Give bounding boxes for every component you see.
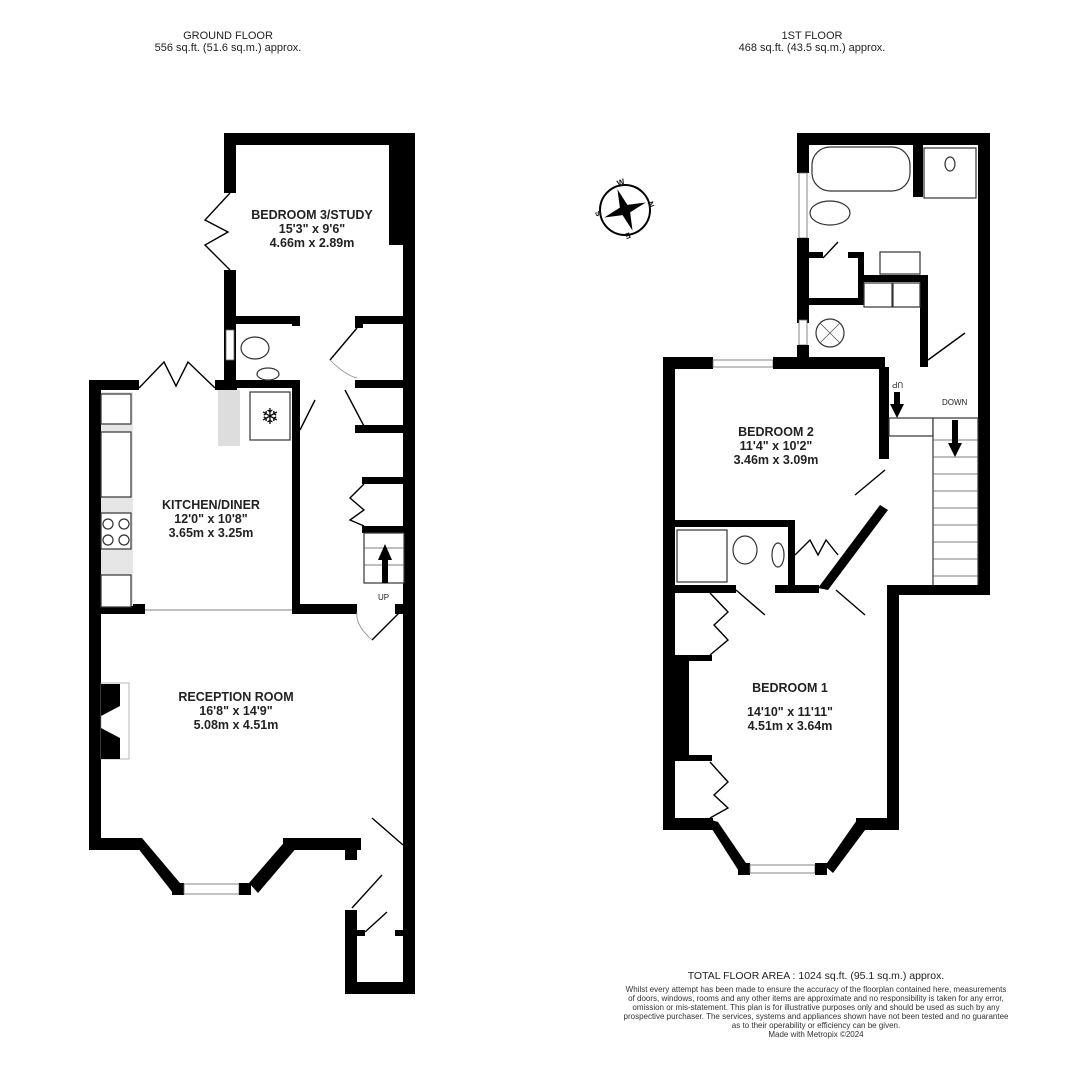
first-stairs-down-label: DOWN [942,398,968,407]
room-name: KITCHEN/DINER [162,498,260,512]
room-reception: RECEPTION ROOM 16'8" x 14'9" 5.08m x 4.5… [156,690,316,732]
room-imperial: 11'4" x 10'2" [739,439,813,453]
room-bedroom-1: BEDROOM 1 14'10" x 11'11" 4.51m x 3.64m [710,681,870,733]
room-metric: 4.51m x 3.64m [747,719,833,733]
ground-floor-area: 556 sq.ft. (51.6 sq.m.) approx. [154,42,302,54]
first-floor-plan [663,133,990,875]
room-bedroom-3-study: BEDROOM 3/STUDY 15'3" x 9'6" 4.66m x 2.8… [232,208,392,250]
room-metric: 5.08m x 4.51m [193,718,279,732]
room-imperial: 16'8" x 14'9" [199,704,273,718]
room-imperial: 14'10" x 11'11" [747,705,833,719]
room-imperial: 12'0" x 10'8" [174,512,248,526]
disclaimer-line: as to their operability or efficiency ca… [731,1021,901,1030]
ground-floor-title: GROUND FLOOR [183,30,273,42]
ground-floor-plan: ❄ [89,133,415,994]
first-floor-area: 468 sq.ft. (43.5 sq.m.) approx. [738,42,886,54]
disclaimer-line: Whilst every attempt has been made to en… [625,985,1007,994]
total-floor-area: TOTAL FLOOR AREA : 1024 sq.ft. (95.1 sq.… [687,970,945,982]
room-bedroom-2: BEDROOM 2 11'4" x 10'2" 3.46m x 3.09m [696,425,856,467]
room-kitchen-diner: KITCHEN/DINER 12'0" x 10'8" 3.65m x 3.25… [131,498,291,540]
disclaimer-line: of doors, windows, rooms and any other i… [628,994,1004,1003]
room-imperial: 15'3" x 9'6" [278,222,346,236]
metropix-credit: Made with Metropix ©2024 [768,1030,864,1039]
room-name: BEDROOM 2 [738,425,814,439]
disclaimer: Whilst every attempt has been made to en… [612,985,1020,1039]
first-floor-title: 1ST FLOOR [781,30,843,42]
svg-text:❄: ❄ [261,404,279,429]
room-metric: 3.65m x 3.25m [168,526,254,540]
disclaimer-line: omission or mis-statement. This plan is … [632,1003,1000,1012]
room-name: BEDROOM 3/STUDY [251,208,373,222]
room-metric: 3.46m x 3.09m [733,453,819,467]
compass-icon [599,184,651,236]
ground-stairs-up-label: UP [378,593,390,602]
footer: TOTAL FLOOR AREA : 1024 sq.ft. (95.1 sq.… [612,970,1020,1039]
room-name: RECEPTION ROOM [178,690,294,704]
ground-floor-header: GROUND FLOOR 556 sq.ft. (51.6 sq.m.) app… [128,30,328,54]
room-metric: 4.66m x 2.89m [269,236,355,250]
disclaimer-line: prospective purchaser. The services, sys… [623,1012,1009,1021]
first-floor-header: 1ST FLOOR 468 sq.ft. (43.5 sq.m.) approx… [712,30,912,54]
first-stairs-up-label: UP [892,380,904,389]
room-name: BEDROOM 1 [752,681,828,695]
